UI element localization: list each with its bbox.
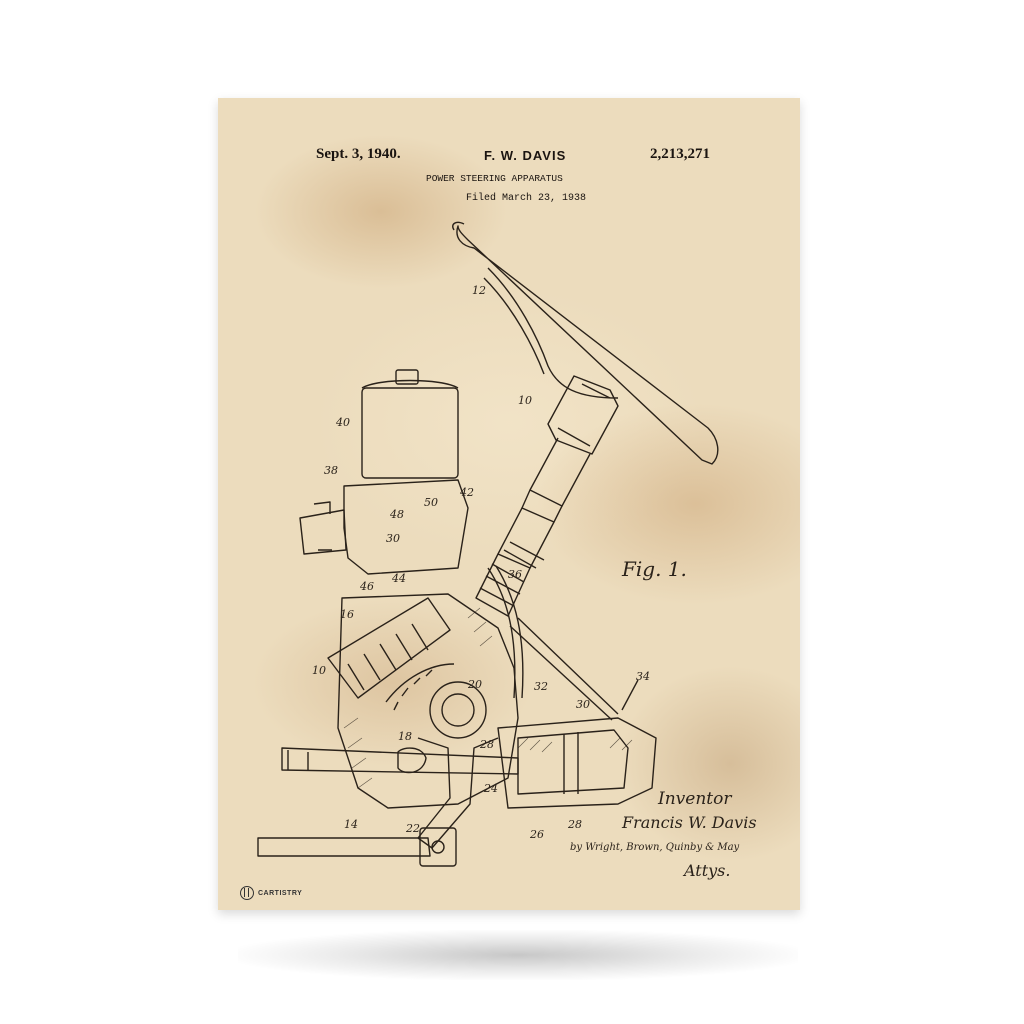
part-label: 10	[518, 394, 532, 407]
part-label: 18	[398, 730, 412, 743]
patent-poster: Sept. 3, 1940. F. W. DAVIS 2,213,271 POW…	[218, 98, 800, 910]
part-label: 44	[391, 572, 406, 585]
part-label: 40	[335, 416, 350, 429]
part-label: 50	[424, 496, 438, 509]
part-label: 46	[359, 580, 374, 593]
part-label: 28	[479, 738, 494, 751]
part-numbers: 12 10 40 38 42 50 48 30 46 44 36 16 10 2…	[312, 284, 650, 841]
wheel-spoke	[487, 267, 619, 399]
fluid-pipe-34	[517, 617, 639, 715]
patent-drawing: 12 10 40 38 42 50 48 30 46 44 36 16 10 2…	[257, 221, 757, 880]
gear-housing	[337, 593, 519, 809]
fluid-pipe-32	[487, 567, 516, 699]
part-label: 26	[529, 828, 544, 841]
part-label: 42	[459, 486, 474, 499]
signature-inventor-label: Inventor	[657, 789, 732, 809]
brand-name: CARTISTRY	[258, 889, 303, 897]
part-label: 20	[467, 678, 482, 691]
part-label: 22	[405, 822, 420, 835]
part-label: 32	[534, 680, 548, 693]
part-label: 30	[576, 698, 590, 711]
patent-title: POWER STEERING APPARATUS	[426, 173, 563, 184]
column-hub	[547, 375, 619, 455]
worm-gear	[327, 597, 451, 699]
part-label: 38	[324, 464, 338, 477]
part-label: 24	[483, 782, 498, 795]
signature-attorneys: by Wright, Brown, Quinby & May	[570, 842, 740, 853]
part-label: 48	[389, 508, 404, 521]
patent-number: 2,213,271	[650, 146, 710, 162]
figure-label: Fig. 1.	[621, 557, 687, 581]
part-label: 34	[636, 670, 650, 683]
power-cylinder	[497, 717, 657, 809]
poster-shadow	[238, 930, 798, 980]
part-label: 10	[312, 664, 326, 677]
filed-date: Filed March 23, 1938	[466, 193, 587, 204]
signature-attys: Attys.	[682, 861, 730, 880]
brand-logo: CARTISTRY	[240, 886, 302, 900]
part-label: 12	[472, 284, 486, 297]
inventor-name: F. W. DAVIS	[484, 148, 567, 163]
part-label: 14	[344, 818, 358, 831]
part-label: 30	[386, 532, 400, 545]
sector-shaft	[429, 681, 487, 739]
part-label: 28	[567, 818, 582, 831]
part-label: 36	[508, 568, 522, 581]
part-label: 16	[340, 608, 354, 621]
piston-rod	[281, 747, 519, 775]
patent-date: Sept. 3, 1940.	[316, 146, 401, 162]
steering-wheel-rim	[456, 225, 719, 465]
oil-reservoir	[361, 387, 459, 479]
signature-block: Inventor Francis W. Davis by Wright, Bro…	[570, 789, 757, 880]
pitman-arm	[417, 737, 499, 849]
steering-column	[529, 437, 591, 507]
pump-housing	[343, 479, 469, 575]
drag-link	[257, 837, 431, 857]
brand-mark-icon	[240, 886, 254, 900]
signature-inventor-name: Francis W. Davis	[621, 813, 757, 832]
